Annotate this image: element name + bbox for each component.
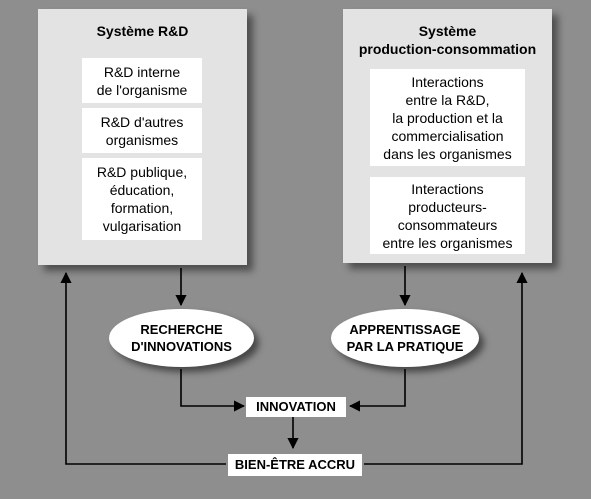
- rd-public-education-box: R&D publique, éducation, formation, vulg…: [82, 158, 202, 240]
- rd-other-organisms-box: R&D d'autres organismes: [82, 108, 202, 153]
- rd-production-interactions-box: Interactions entre la R&D, la production…: [370, 69, 525, 166]
- production-consumption-title: Système production-consommation: [358, 23, 537, 57]
- rd-system-panel: Système R&D R&D interne de l'organisme R…: [38, 9, 247, 265]
- innovation-label: INNOVATION: [246, 397, 346, 417]
- producer-consumer-interactions-box: Interactions producteurs- consommateurs …: [370, 177, 525, 254]
- arrow-apprentissage-to-innovation: [348, 369, 406, 412]
- feedback-loop-right: [364, 271, 528, 465]
- apprentissage-pratique-oval: APPRENTISSAGE PAR LA PRATIQUE: [331, 309, 479, 367]
- production-consumption-panel: Système production-consommation Interact…: [343, 9, 552, 263]
- rd-system-title: Système R&D: [96, 23, 189, 39]
- arrow-recherche-to-innovation: [180, 369, 246, 412]
- feedback-loop-left: [60, 271, 226, 465]
- recherche-innovations-oval: RECHERCHE D'INNOVATIONS: [109, 309, 254, 367]
- wellbeing-label: BIEN-ÊTRE ACCRU: [228, 454, 362, 476]
- rd-internal-box: R&D interne de l'organisme: [82, 58, 202, 103]
